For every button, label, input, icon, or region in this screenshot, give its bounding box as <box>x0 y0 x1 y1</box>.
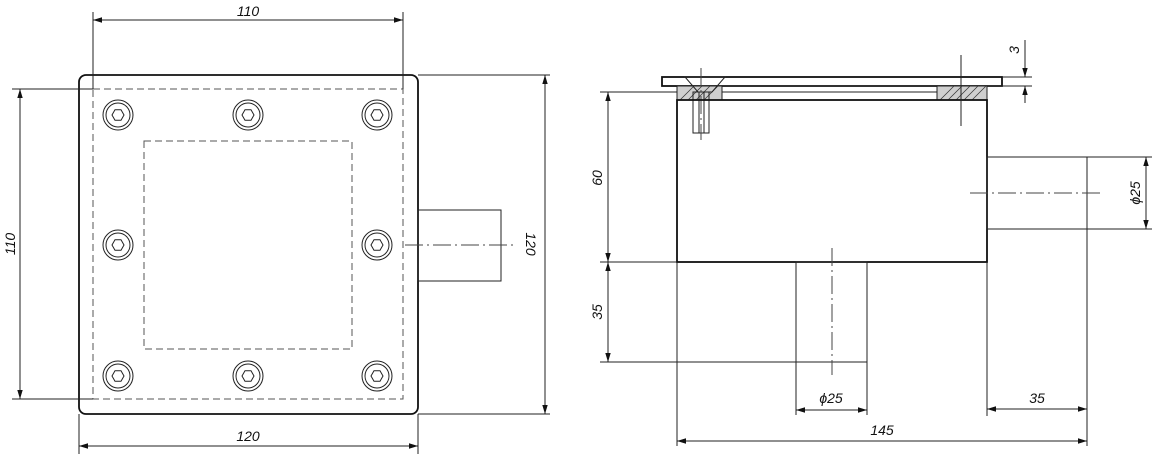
dim-bottom-label: 120 <box>236 428 260 444</box>
top-view: 110 120 110 120 <box>2 3 550 454</box>
dim-bottom-120: 120 <box>78 414 419 454</box>
dim-body-height: 60 <box>589 91 677 263</box>
side-view: 3 60 35 ϕ25 ϕ25 <box>589 40 1152 446</box>
bolt-icon <box>361 360 393 392</box>
dim-right-label: 120 <box>523 232 539 256</box>
dim-side-outlet-diameter: ϕ25 <box>1087 156 1152 230</box>
dim-side-outlet-length-label: 35 <box>1029 390 1045 406</box>
dim-side-outlet-length: 35 <box>986 229 1088 446</box>
bolt-icon <box>361 99 393 131</box>
dim-top-label: 110 <box>237 3 260 19</box>
countersunk-screw-icon <box>683 68 727 140</box>
dim-bottom-outlet-length-label: 35 <box>589 304 605 320</box>
dim-plate-thickness-label: 3 <box>1006 46 1022 54</box>
bolt-icon <box>102 99 134 131</box>
dim-plate-thickness: 3 <box>987 40 1032 103</box>
bolt-icon <box>361 229 393 261</box>
dim-left-110: 110 <box>2 88 93 400</box>
dim-bottom-outlet-diameter-label: ϕ25 <box>819 390 843 406</box>
dim-body-height-label: 60 <box>589 170 605 186</box>
bolt-icon <box>102 360 134 392</box>
bolt-icon <box>232 360 264 392</box>
dim-left-label: 110 <box>2 233 18 256</box>
seal-pad-right <box>936 85 988 101</box>
bolt-icon <box>102 229 134 261</box>
bolt-group <box>102 99 393 392</box>
dim-overall-width-label: 145 <box>870 422 894 438</box>
dim-right-120: 120 <box>418 74 550 415</box>
side-body <box>676 99 988 263</box>
dim-overall-width: 145 <box>676 262 1087 446</box>
dim-side-outlet-diameter-label: ϕ25 <box>1127 181 1143 205</box>
bolt-icon <box>232 99 264 131</box>
dim-bottom-outlet-length: 35 <box>589 262 796 363</box>
dim-bottom-outlet-diameter: ϕ25 <box>795 362 868 415</box>
top-outlet-pipe <box>417 209 502 282</box>
top-body-hidden-outline <box>92 88 404 400</box>
side-top-plate <box>661 76 1003 87</box>
top-grate-hidden-outline <box>143 140 353 350</box>
dim-top-110: 110 <box>92 3 404 89</box>
